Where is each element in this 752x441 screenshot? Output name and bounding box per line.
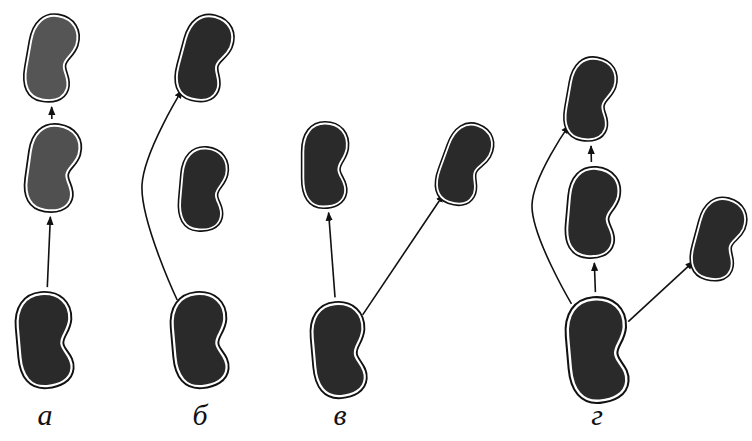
cell-body [23,123,82,214]
cell-outline [11,288,79,393]
cell-outline [19,119,86,218]
panel-letter: а [25,400,65,430]
cell-rim [303,124,347,207]
cell-body [303,124,347,207]
cell-outline [167,7,241,109]
cell-rim [562,55,619,142]
cell [565,165,620,260]
cell [178,12,230,104]
arrow [51,107,53,119]
cell [300,120,350,210]
cell-body [15,292,75,388]
cell-rim [178,147,228,232]
cell-rim [687,194,750,284]
cell [310,300,368,400]
arrow [142,90,182,300]
panel-letter: в [320,400,360,430]
cell [565,295,630,405]
cell-body [178,147,228,232]
panel-letter: г [577,400,617,430]
cell-rim [15,292,75,388]
cell-body [171,11,237,105]
arrow [47,217,50,287]
arrow [363,194,444,315]
cell [25,12,77,104]
cell-outline [300,120,350,210]
cell-rim [310,302,368,398]
cell [440,120,488,208]
cell [693,195,743,283]
cell [170,290,230,390]
cell-body [565,297,630,403]
cell-body [687,194,750,284]
cell-body [310,302,368,398]
cell-outline [682,190,752,288]
cell-body [565,167,620,258]
cell-rim [21,12,80,103]
cell-rim [171,11,237,105]
cell-outline [17,8,84,108]
cell-outline [561,163,624,262]
arrow [594,263,595,292]
cell [25,122,80,214]
arrow [628,261,693,321]
cell-body [170,292,230,388]
cell-rim [170,292,230,388]
cell-rim [565,297,630,403]
cell-body [431,119,498,210]
arrow [590,146,592,162]
arrow [329,213,335,298]
panel-letter: б [180,400,220,430]
cell-outline [426,114,501,213]
cell-rim [565,167,620,258]
cell [15,290,75,390]
cell-outline [560,292,634,407]
cell-outline [306,298,372,403]
cell-rim [431,119,498,210]
cell-body [21,12,80,103]
cell [565,55,615,143]
cell-rim [23,123,82,214]
cell-outline [174,143,231,235]
cell-outline [166,288,234,393]
arrow [532,125,572,303]
cell [178,145,228,233]
cell-outline [558,51,623,146]
cell-body [562,55,619,142]
